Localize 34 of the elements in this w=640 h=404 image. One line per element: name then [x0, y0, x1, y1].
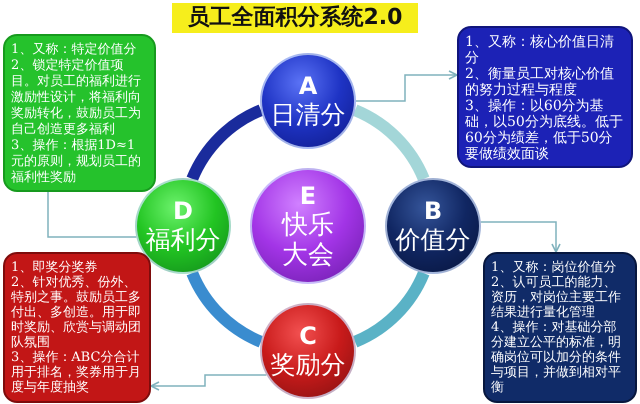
list-item: 2、针对优秀、份外、特别之事。鼓励员工多付出、多创造。用于即时奖励、欣赏与调动团队氛围	[11, 275, 142, 350]
info-box	[3, 252, 151, 403]
connector-arrow	[150, 374, 266, 391]
circle-label: 奖励分	[270, 350, 346, 380]
list-item: 3、操作：以60分为基础，以50分为底线。低于60分为绩差，低于50分要做绩效面谈	[465, 98, 624, 162]
list-item: 3、操作：根据1D≈1元的原则，规划员工的福利性奖励	[11, 138, 142, 186]
connector-arrow	[356, 70, 458, 102]
connector-line	[47, 192, 136, 238]
list-item: 3、操作：ABC分合计用于排名，奖券用于月度与年度抽奖	[11, 350, 142, 395]
circle-label: 快乐大会	[280, 210, 335, 270]
circle-letter: B	[424, 197, 442, 225]
circle-letter: A	[298, 72, 318, 100]
list-item: 1、又称：岗位价值分	[491, 260, 618, 275]
circle-letter: C	[299, 322, 317, 350]
circle-label: 价值分	[396, 225, 470, 255]
list-item: 2、衡量员工对核心价值的努力过程与程度	[465, 66, 615, 98]
connector-arrow	[480, 221, 561, 253]
ring-arc	[186, 270, 264, 348]
ring-arc	[186, 104, 264, 182]
circle-letter: E	[300, 182, 316, 210]
list-item: 2、锁定特定价值项目。对员工的福利进行激励性设计，将福利向奖励转化，鼓励员工为自己创造更多福利	[11, 58, 142, 138]
circle-label: 福利分	[146, 225, 220, 255]
ring-arc	[352, 104, 430, 182]
list-item: 1、又称：核心价值日清分	[465, 34, 615, 66]
title-banner: 员工全面积分系统2.0	[172, 3, 418, 33]
list-item: 4、操作：对基础分部分建立公平的标准，明确岗位可以加分的条件与项目，并做到相对平衡	[491, 320, 622, 395]
list-item: 1、即奖分奖券	[11, 260, 98, 275]
list-item: 1、又称：特定价值分	[11, 42, 138, 58]
circle-letter: D	[173, 197, 193, 225]
circle-label: 日清分	[270, 100, 346, 130]
info-box	[3, 34, 156, 192]
list-item: 2、认可员工的能力、资历，对岗位主要工作结果进行量化管理	[491, 275, 622, 320]
info-box	[483, 252, 637, 403]
info-box	[457, 26, 633, 168]
